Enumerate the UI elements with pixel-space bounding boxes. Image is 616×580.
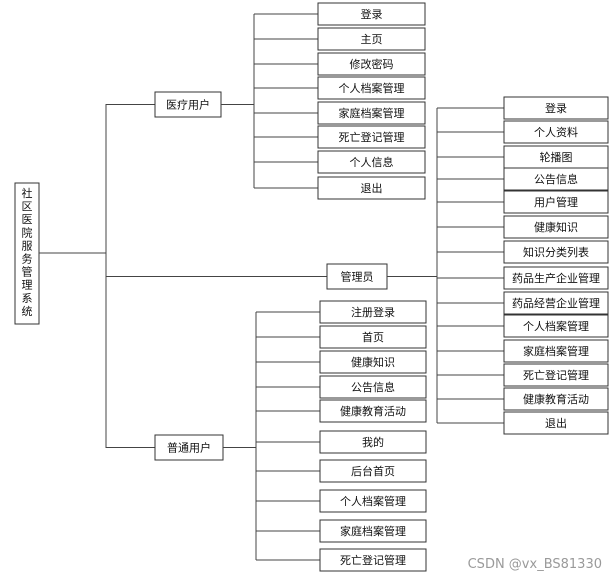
node-admin-3-box — [503, 167, 609, 191]
node-medical-6-label: 个人信息 — [350, 155, 394, 169]
node-admin-12-box — [503, 387, 609, 411]
node-user-7-label: 个人档案管理 — [340, 494, 406, 508]
node-user-9-box — [319, 548, 427, 572]
node-admin-4-box — [503, 190, 609, 214]
node-admin-0-box — [503, 96, 609, 120]
node-medical-6-box — [317, 150, 426, 174]
node-admin-7-box — [503, 266, 609, 290]
node-user-2-label: 健康知识 — [351, 355, 395, 369]
node-admin-11-box — [503, 363, 609, 387]
node-user-6-box — [319, 459, 427, 483]
node-medical-4-box — [317, 101, 426, 125]
node-medical-3-label: 个人档案管理 — [339, 81, 405, 95]
node-admin-1-box — [503, 120, 609, 144]
node-medical-7-box — [317, 176, 426, 200]
node-admin-8-box — [503, 291, 609, 315]
node-admin-10-box — [503, 339, 609, 363]
node-admin-7-label: 药品生产企业管理 — [512, 271, 600, 285]
branch-admin-box — [326, 263, 388, 290]
node-admin-3-label: 公告信息 — [534, 172, 578, 186]
node-admin-13-box — [503, 411, 609, 435]
node-admin-10-label: 家庭档案管理 — [523, 344, 589, 358]
node-user-5-box — [319, 430, 427, 454]
node-user-6-label: 后台首页 — [351, 464, 395, 478]
root-label: 社区医院服务管理系统 — [22, 186, 33, 318]
branch-medical-box — [154, 91, 222, 118]
node-user-5-label: 我的 — [362, 435, 384, 449]
node-medical-1-box — [317, 27, 426, 51]
node-admin-8-label: 药品经营企业管理 — [512, 296, 600, 310]
node-user-2-box — [319, 350, 427, 374]
node-admin-1-label: 个人资料 — [534, 125, 578, 139]
node-user-0-label: 注册登录 — [351, 305, 395, 319]
node-user-1-label: 首页 — [362, 330, 384, 344]
node-medical-3-box — [317, 76, 426, 100]
root-box — [14, 182, 40, 325]
node-user-4-label: 健康教育活动 — [340, 404, 406, 418]
node-admin-2-label: 轮播图 — [540, 150, 573, 164]
node-user-8-label: 家庭档案管理 — [340, 524, 406, 538]
branch-medical-label: 医疗用户 — [166, 98, 210, 112]
node-admin-9-label: 个人档案管理 — [523, 319, 589, 333]
node-medical-1-label: 主页 — [361, 33, 383, 46]
node-user-3-box — [319, 375, 427, 399]
node-medical-2-box — [317, 52, 426, 76]
branch-user-label: 普通用户 — [167, 441, 211, 455]
node-medical-2-label: 修改密码 — [350, 57, 394, 71]
node-user-8-box — [319, 519, 427, 543]
node-user-9-label: 死亡登记管理 — [340, 553, 406, 567]
node-medical-0-box — [317, 2, 426, 26]
node-admin-11-label: 死亡登记管理 — [523, 368, 589, 382]
node-user-0-box — [319, 300, 427, 324]
node-medical-4-label: 家庭档案管理 — [339, 106, 405, 120]
node-user-4-box — [319, 399, 427, 423]
node-medical-0-label: 登录 — [361, 7, 383, 21]
node-admin-13-label: 退出 — [545, 416, 567, 430]
watermark-text: CSDN @vx_BS81330 — [467, 557, 602, 572]
node-medical-7-label: 退出 — [361, 181, 383, 195]
node-admin-6-box — [503, 240, 609, 264]
branch-admin-label: 管理员 — [341, 270, 374, 284]
node-admin-12-label: 健康教育活动 — [523, 392, 589, 406]
node-user-7-box — [319, 489, 427, 513]
node-medical-5-box — [317, 125, 426, 149]
node-user-1-box — [319, 325, 427, 349]
node-admin-5-box — [503, 215, 609, 239]
node-admin-5-label: 健康知识 — [534, 220, 578, 234]
node-admin-4-label: 用户管理 — [534, 195, 578, 209]
node-admin-6-label: 知识分类列表 — [523, 245, 589, 259]
node-medical-5-label: 死亡登记管理 — [339, 130, 405, 144]
node-admin-0-label: 登录 — [545, 101, 567, 115]
node-user-3-label: 公告信息 — [351, 380, 395, 394]
node-admin-9-box — [503, 314, 609, 338]
